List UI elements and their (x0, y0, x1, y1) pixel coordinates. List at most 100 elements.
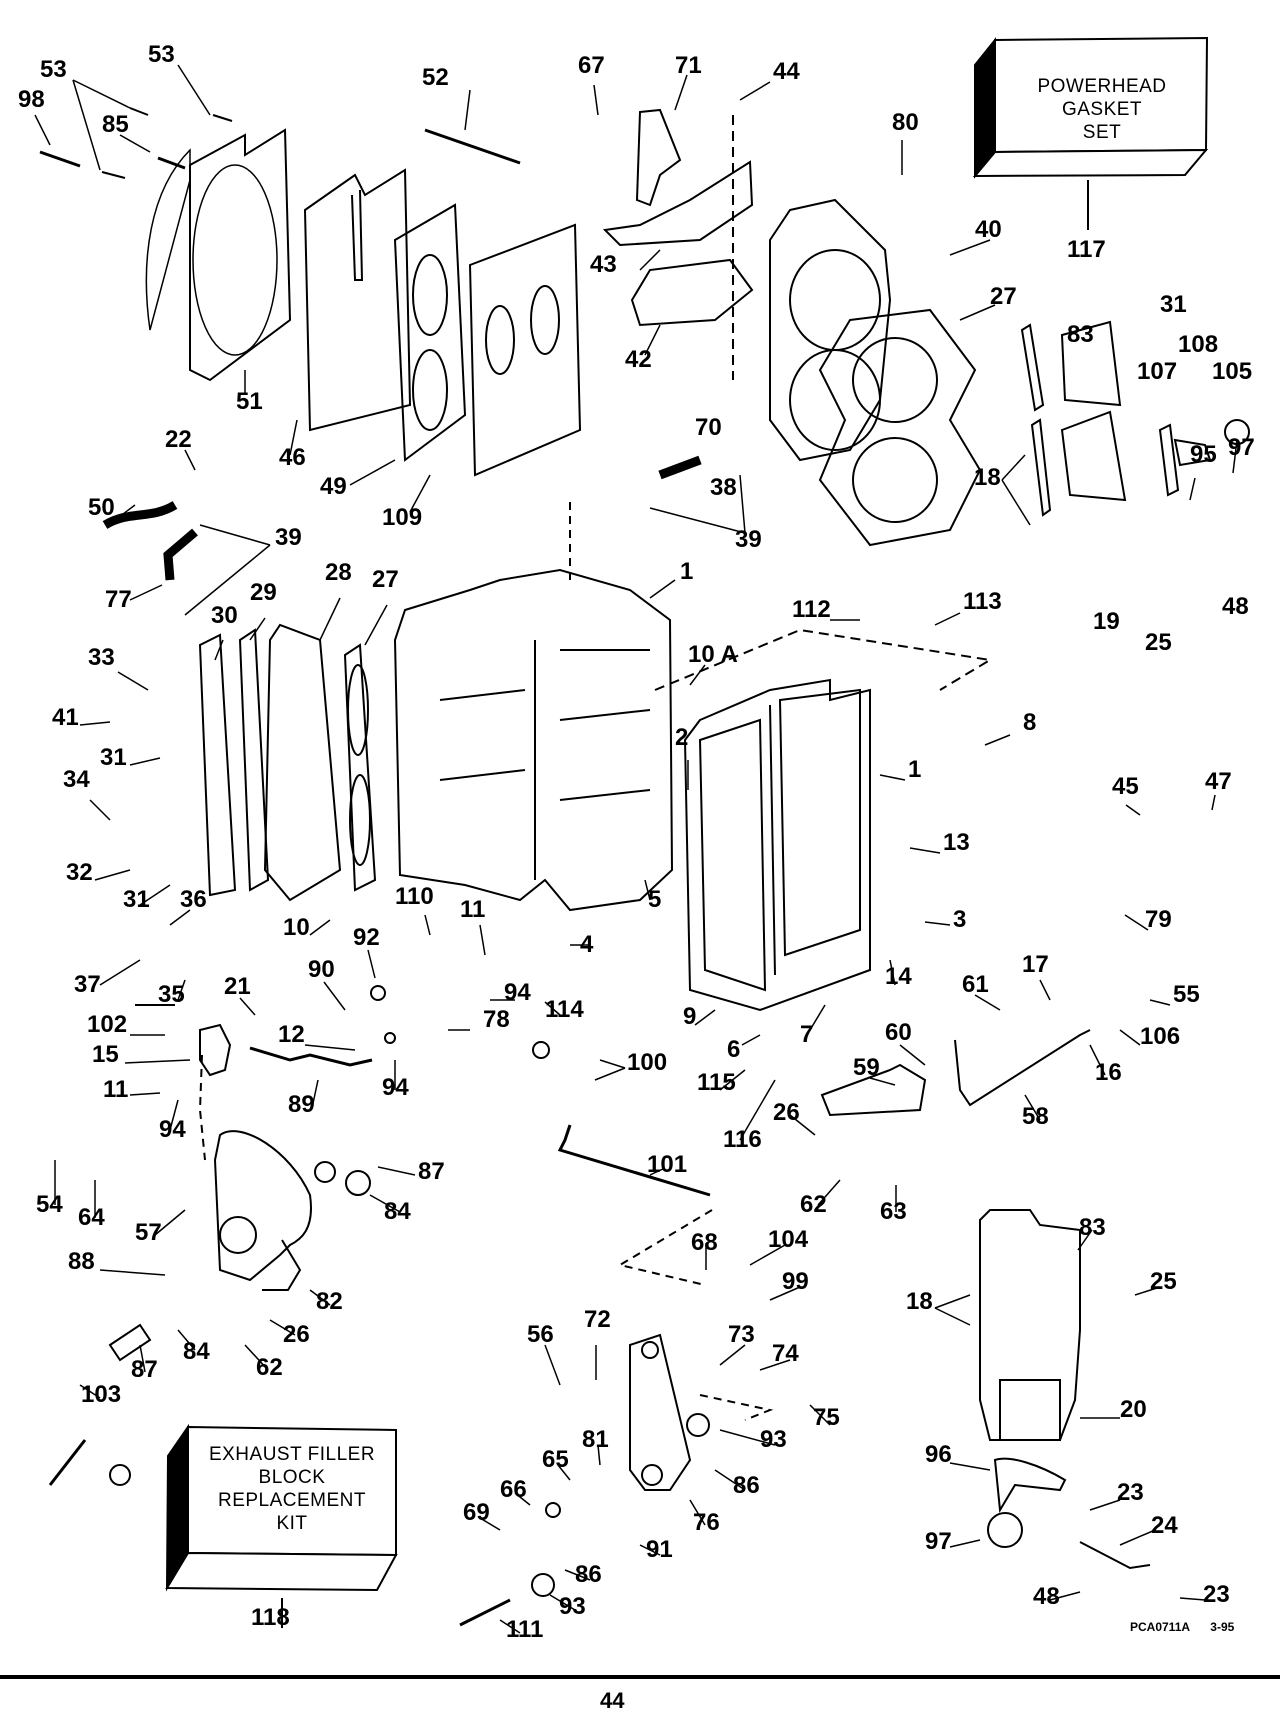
callout-115: 115 (697, 1069, 736, 1096)
callout-67: 67 (578, 52, 605, 79)
callout-27: 27 (990, 283, 1017, 310)
callout-51: 51 (236, 388, 263, 415)
callout-54: 54 (36, 1191, 63, 1218)
callout-97: 97 (925, 1528, 952, 1555)
callout-20: 20 (1120, 1396, 1147, 1423)
callout-52: 52 (422, 64, 449, 91)
callout-46: 46 (279, 444, 306, 471)
drawing-reference-code: PCA0711A 3-95 (1130, 1620, 1234, 1634)
crankcase-block-1 (393, 568, 674, 912)
callout-8: 8 (1023, 709, 1037, 736)
callout-93: 93 (760, 1426, 787, 1453)
callout-102: 102 (87, 1011, 128, 1038)
cylinder-head-left (198, 623, 377, 902)
callout-25: 25 (1150, 1268, 1177, 1295)
kit-117-label: POWERHEAD GASKET SET (998, 75, 1206, 144)
callout-39: 39 (275, 524, 302, 551)
screws-top-left (39, 107, 233, 179)
callout-3: 3 (953, 906, 967, 933)
callout-94: 94 (159, 1116, 186, 1143)
page-divider (0, 1675, 1280, 1679)
callout-47: 47 (1205, 768, 1232, 795)
intake-manifold-plate (145, 128, 292, 382)
callout-10: 10 (283, 914, 310, 941)
kit-117-line-3: SET (1082, 122, 1122, 143)
callout-33: 33 (88, 644, 115, 671)
callout-1: 1 (908, 756, 922, 783)
callout-111: 111 (506, 1616, 544, 1643)
callout-31: 31 (100, 744, 127, 771)
bracket-71-43 (602, 108, 754, 327)
callout-37: 37 (74, 971, 101, 998)
callout-106: 106 (1140, 1023, 1181, 1050)
callout-96: 96 (925, 1441, 952, 1468)
callout-116: 116 (723, 1126, 762, 1153)
callout-73: 73 (728, 1321, 755, 1348)
callout-26: 26 (773, 1099, 800, 1126)
callout-85: 85 (102, 111, 129, 138)
leader-lines (34, 64, 1238, 1634)
callout-104: 104 (768, 1226, 809, 1253)
callout-43: 43 (590, 251, 617, 278)
revision-date: 3-95 (1210, 1620, 1235, 1634)
callout-23: 23 (1117, 1479, 1144, 1506)
callout-38: 38 (710, 474, 737, 501)
callout-61: 61 (962, 971, 989, 998)
callout-109: 109 (382, 504, 423, 531)
callout-63: 63 (880, 1198, 907, 1225)
callout-108: 108 (1178, 331, 1219, 358)
callout-19: 19 (1093, 608, 1120, 635)
callout-92: 92 (353, 924, 380, 951)
callout-74: 74 (772, 1340, 799, 1367)
kit-117-line-2: GASKET (1061, 99, 1143, 120)
small-hardware (48, 985, 710, 1627)
callout-16: 16 (1095, 1059, 1122, 1086)
callout-80: 80 (892, 109, 919, 136)
callout-69: 69 (463, 1499, 490, 1526)
callout-7: 7 (800, 1021, 814, 1048)
callout-113: 113 (963, 588, 1002, 615)
callout-18: 18 (974, 464, 1001, 491)
callout-62: 62 (800, 1191, 827, 1218)
callout-68: 68 (691, 1229, 718, 1256)
kit-118-line-2: BLOCK (258, 1467, 326, 1488)
cam-follower-15 (199, 1023, 232, 1077)
callout-103: 103 (81, 1381, 122, 1408)
callout-31: 31 (123, 886, 150, 913)
kit-box-118 (165, 1423, 398, 1628)
callout-18: 18 (906, 1288, 933, 1315)
callout-118: 118 (251, 1604, 290, 1631)
cylinder-head-40 (769, 198, 892, 462)
callout-5: 5 (648, 886, 662, 913)
bolt-52 (424, 128, 521, 165)
callout-95: 95 (1190, 441, 1217, 468)
callout-64: 64 (78, 1204, 105, 1231)
plate-49 (393, 203, 467, 462)
callout-1: 1 (680, 558, 694, 585)
callout-57: 57 (135, 1219, 162, 1246)
callout-89: 89 (288, 1091, 315, 1118)
callout-101: 101 (647, 1151, 688, 1178)
callout-105: 105 (1212, 358, 1253, 385)
callout-59: 59 (853, 1054, 880, 1081)
callout-77: 77 (105, 586, 132, 613)
callout-53: 53 (148, 41, 175, 68)
throttle-lever-82 (213, 1130, 312, 1291)
kit-118-line-4: KIT (276, 1513, 308, 1534)
callout-10a: 10 A (688, 641, 738, 668)
reference-code: PCA0711A (1130, 1620, 1190, 1634)
callout-62: 62 (256, 1354, 283, 1381)
throttle-shaft-58 (820, 1029, 1091, 1117)
callout-94: 94 (382, 1074, 409, 1101)
callout-72: 72 (584, 1306, 611, 1333)
callout-117: 117 (1067, 236, 1106, 263)
kit-box-117 (972, 36, 1209, 230)
callout-44: 44 (773, 58, 800, 85)
callout-27: 27 (372, 566, 399, 593)
callout-31: 31 (1160, 291, 1187, 318)
callout-114: 114 (545, 996, 584, 1023)
callout-75: 75 (813, 1404, 840, 1431)
callout-41: 41 (52, 704, 79, 731)
